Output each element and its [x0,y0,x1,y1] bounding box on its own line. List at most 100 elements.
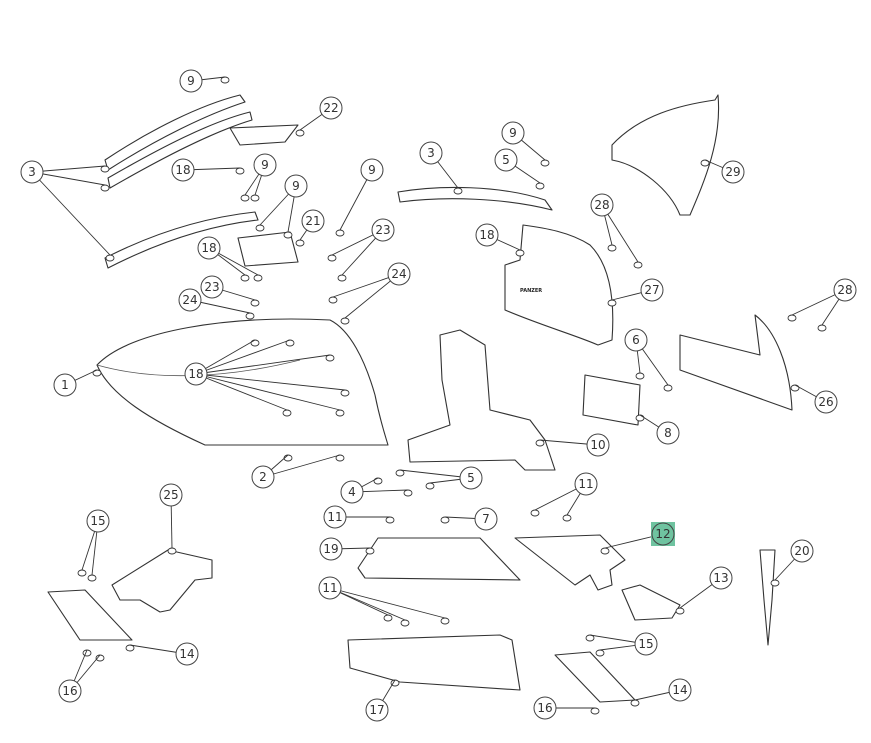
callout-23[interactable]: 23 [371,218,395,242]
callout-1[interactable]: 1 [53,373,77,397]
callout-27[interactable]: 27 [640,278,664,302]
callout-10[interactable]: 10 [586,433,610,457]
callout-label: 3 [427,146,435,160]
callout-18[interactable]: 18 [475,223,499,247]
callout-15[interactable]: 15 [86,509,110,533]
bolt-icon [530,509,540,517]
leader-line [195,339,291,375]
leader-line [31,165,106,173]
callout-9[interactable]: 9 [501,121,525,145]
callout-26[interactable]: 26 [814,390,838,414]
callout-4[interactable]: 4 [340,480,364,504]
leader-line [329,587,406,621]
part-19-share [357,537,521,581]
callout-9[interactable]: 9 [179,69,203,93]
bolt-icon [253,274,263,282]
callout-label: 25 [163,488,178,502]
bolt-icon [335,409,345,417]
callout-7[interactable]: 7 [474,507,498,531]
part-8-plate [582,374,641,426]
bolt-icon [440,617,450,625]
callout-17[interactable]: 17 [365,698,389,722]
callout-12[interactable]: 12 [651,522,675,546]
callout-29[interactable]: 29 [721,160,745,184]
callout-9[interactable]: 9 [284,174,308,198]
callout-14[interactable]: 14 [175,642,199,666]
callout-20[interactable]: 20 [790,539,814,563]
callout-24[interactable]: 24 [178,288,202,312]
callout-11[interactable]: 11 [574,472,598,496]
callout-label: 14 [672,683,687,697]
callout-24[interactable]: 24 [387,262,411,286]
callout-5[interactable]: 5 [494,148,518,172]
callout-18[interactable]: 18 [171,158,195,182]
bolt-icon [250,194,260,202]
part-22-bracket [229,124,299,146]
callout-label: 11 [327,510,342,524]
callout-3[interactable]: 3 [20,160,44,184]
bolt-icon [540,159,550,167]
callout-label: 28 [837,283,852,297]
callout-18[interactable]: 18 [184,362,208,386]
callout-label: 3 [28,165,36,179]
callout-9[interactable]: 9 [360,158,384,182]
callout-label: 21 [305,214,320,228]
bolt-icon [817,324,827,332]
callout-16[interactable]: 16 [533,696,557,720]
callout-3[interactable]: 3 [419,141,443,165]
callout-label: 9 [292,179,300,193]
bolt-icon [337,274,347,282]
part-29-shin [611,94,720,216]
leader-line [195,373,346,391]
callout-label: 7 [482,512,490,526]
callout-22[interactable]: 22 [319,96,343,120]
callout-25[interactable]: 25 [159,483,183,507]
callout-14[interactable]: 14 [668,678,692,702]
bolt-icon [240,194,250,202]
leader-line [329,587,446,619]
bolt-icon [220,76,230,84]
callout-19[interactable]: 19 [319,537,343,561]
callout-label: 23 [375,223,390,237]
leader-line [399,469,472,479]
callout-label: 16 [62,684,77,698]
callout-label: 17 [369,703,384,717]
callout-21[interactable]: 21 [301,209,325,233]
callout-11[interactable]: 11 [318,576,342,600]
bolt-icon [590,707,600,715]
callout-15[interactable]: 15 [634,632,658,656]
callout-9[interactable]: 9 [253,153,277,177]
bolt-icon [295,129,305,137]
bolt-icon [440,516,450,524]
bolt-icon [250,339,260,347]
callout-label: 12 [655,527,670,541]
part-3-bar [397,186,553,211]
callout-13[interactable]: 13 [709,566,733,590]
part-14-share-right [554,651,636,703]
callout-8[interactable]: 8 [656,421,680,445]
callout-label: 24 [391,267,406,281]
callout-label: 18 [479,228,494,242]
part-20-tine [759,549,776,646]
bolt-icon [255,224,265,232]
callout-label: 10 [590,438,605,452]
bolt-icon [787,314,797,322]
callout-2[interactable]: 2 [251,465,275,489]
callout-5[interactable]: 5 [459,466,483,490]
callout-label: 15 [638,637,653,651]
part-25-bracket [111,549,213,613]
bolt-icon [663,384,673,392]
callout-6[interactable]: 6 [624,328,648,352]
callout-28[interactable]: 28 [590,193,614,217]
bolt-icon [630,699,640,707]
parts: PANZER [47,94,793,703]
callout-23[interactable]: 23 [200,275,224,299]
callout-28[interactable]: 28 [833,278,857,302]
callout-11[interactable]: 11 [323,505,347,529]
bolt-icon [100,184,110,192]
bolt-icon [100,165,110,173]
callout-16[interactable]: 16 [58,679,82,703]
callout-18[interactable]: 18 [197,236,221,260]
callout-label: 26 [818,395,833,409]
